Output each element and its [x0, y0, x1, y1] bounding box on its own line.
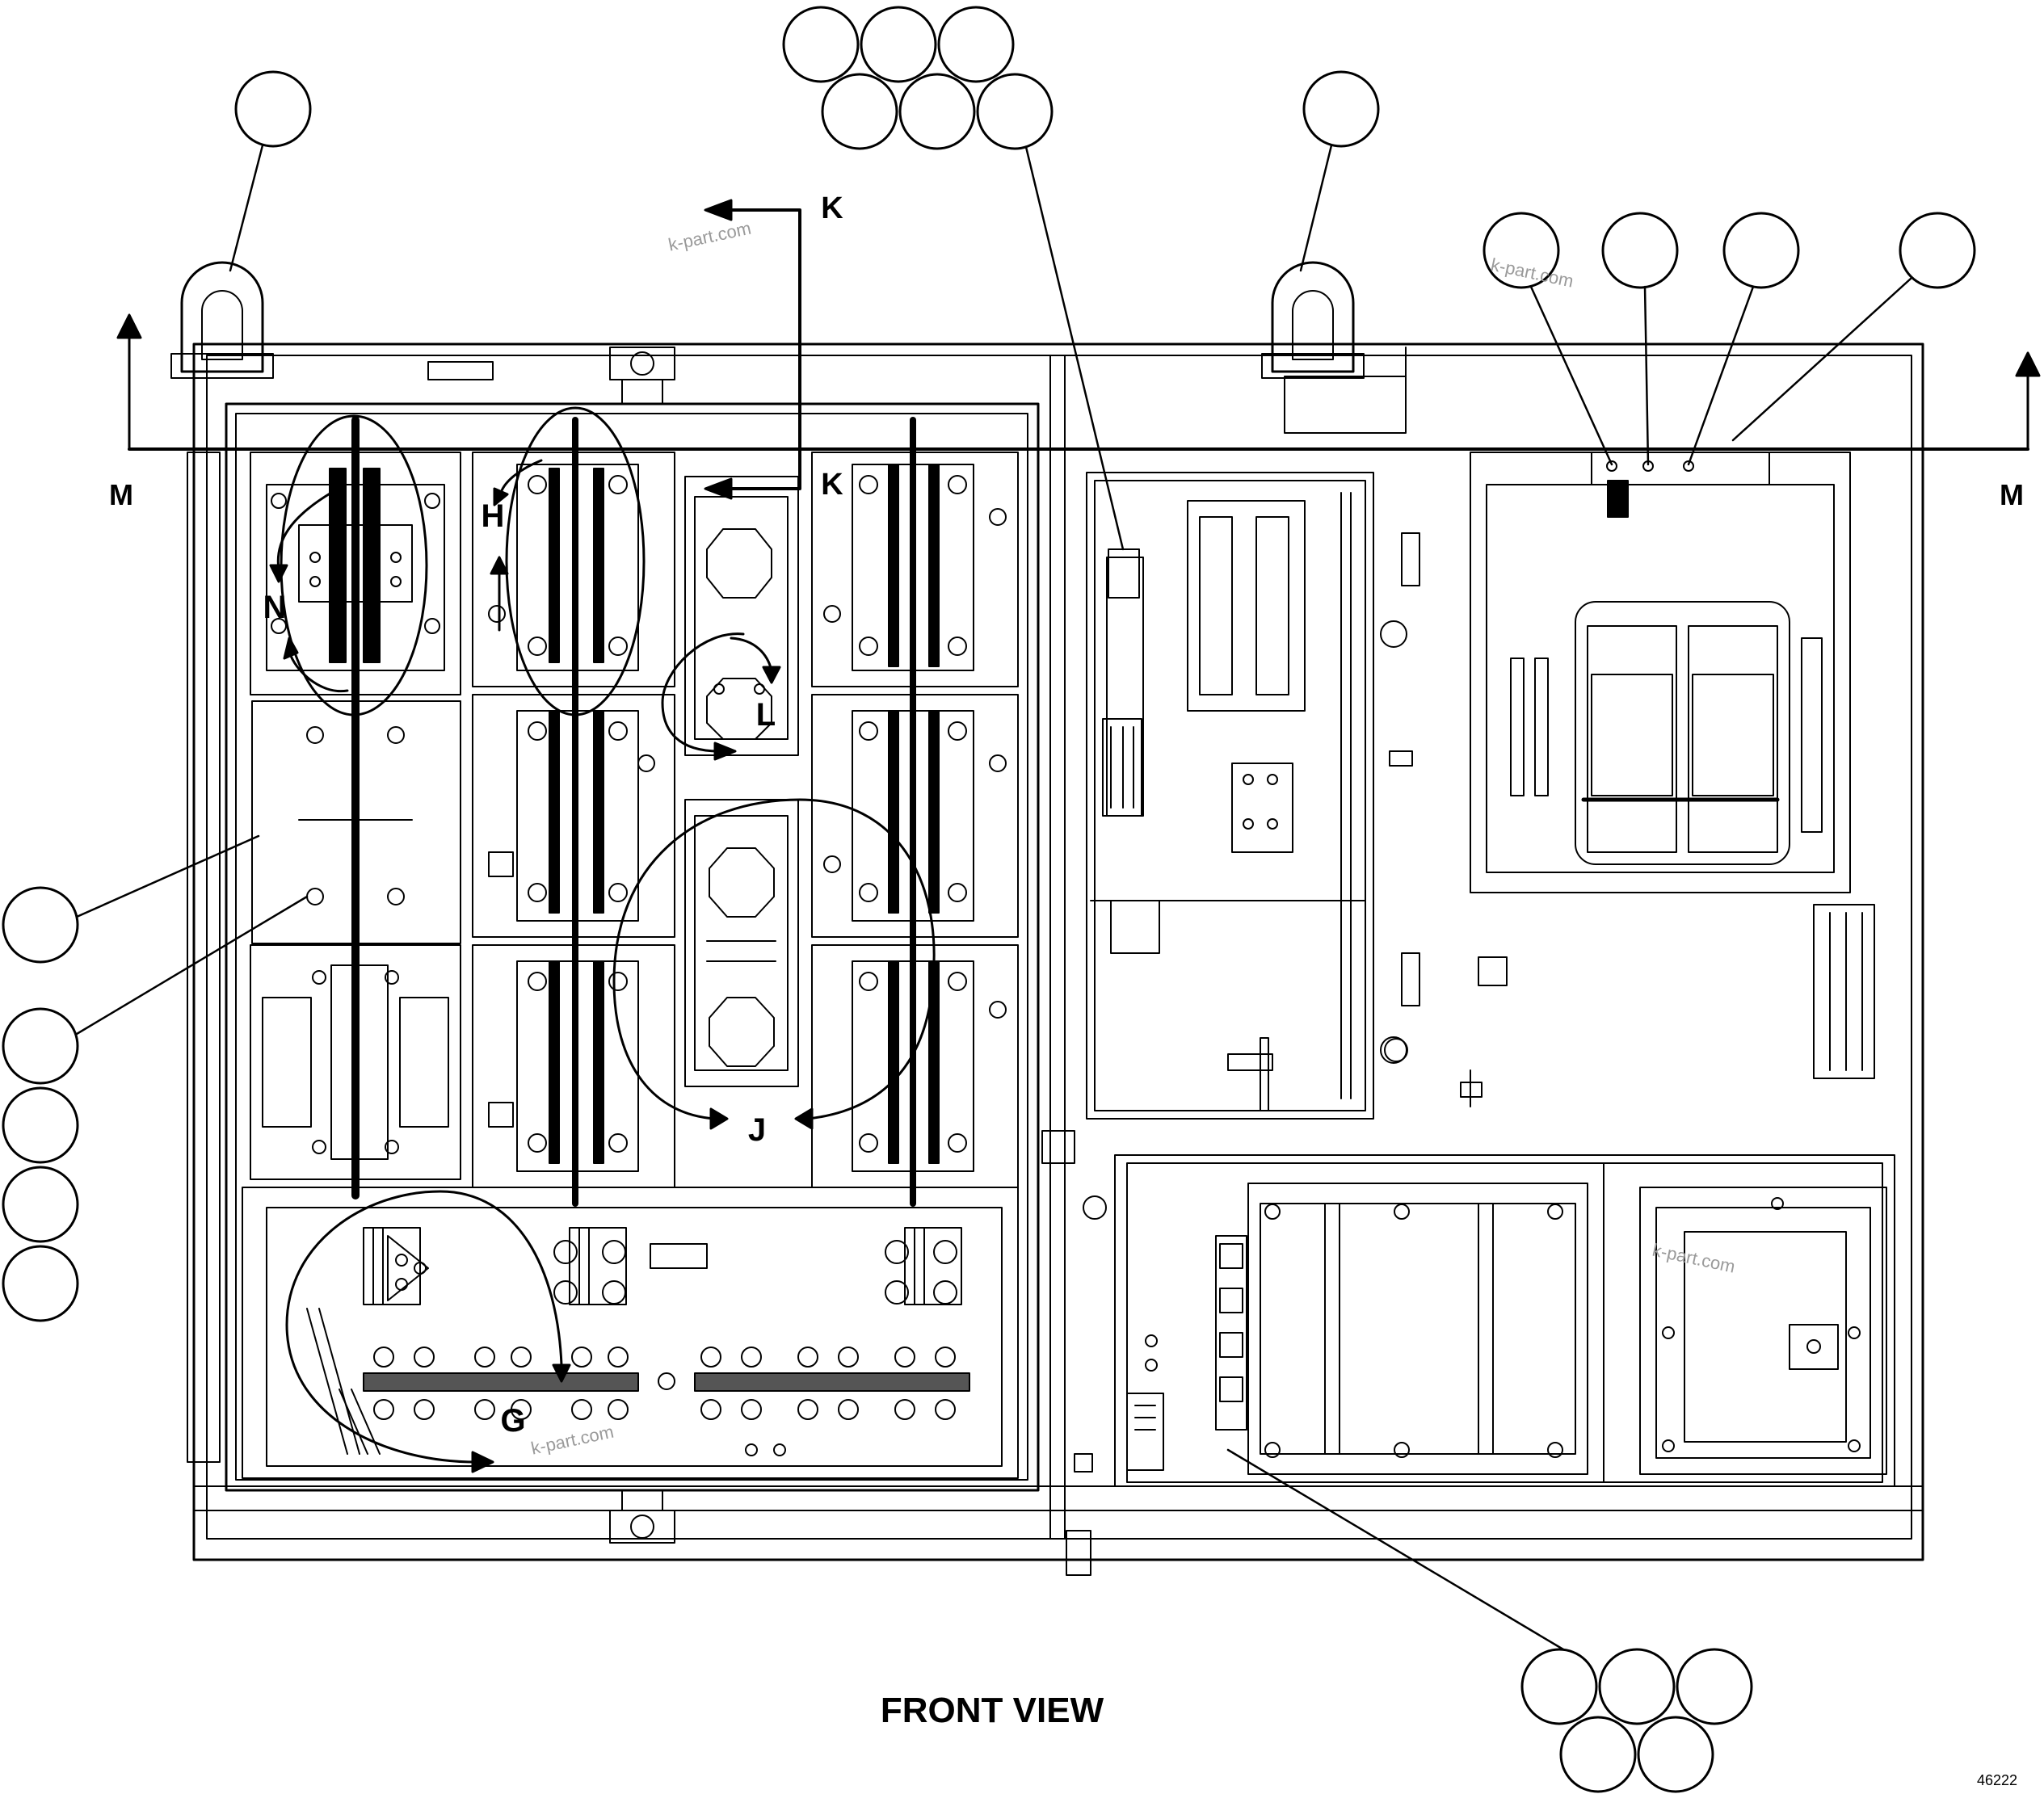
- callout-balloon-top-left: [229, 70, 312, 272]
- cabinet-outline: [192, 342, 1924, 1576]
- section-line-k: [704, 199, 801, 500]
- detail-label-h: H: [482, 498, 505, 534]
- section-line-m: [116, 313, 2041, 451]
- callout-balloon-top-right: [1299, 70, 1380, 272]
- callout-balloon-cluster-bottom: [1226, 1448, 1753, 1793]
- control-drawer: [1086, 472, 1413, 1120]
- small-terminal-block: [1126, 1334, 1164, 1471]
- drawing-number: 46222: [1977, 1772, 2017, 1788]
- callout-balloon-cluster-top: [782, 6, 1140, 599]
- detail-label-j: J: [748, 1112, 766, 1148]
- middle-module-bottom: [472, 944, 675, 1188]
- left-module-top: [250, 452, 461, 695]
- section-label-m-left: M: [109, 478, 133, 511]
- terminal-strip: [1102, 718, 1142, 817]
- detail-circle-l: [661, 632, 781, 761]
- bus-bar-assembly: [242, 1187, 1019, 1479]
- detail-circle-n: [269, 414, 428, 716]
- detail-circle-g: [285, 1190, 571, 1473]
- detail-circle-j: [612, 798, 936, 1130]
- capacitor-module-lower: [684, 799, 799, 1087]
- callout-balloon-left-upper: [2, 834, 260, 964]
- connector-block-right: [1813, 904, 1875, 1079]
- control-terminals: [1384, 532, 1508, 1107]
- watermark: k-part.com: [1651, 1240, 1737, 1277]
- lifting-eye-left: [170, 261, 274, 379]
- detail-label-l: L: [756, 697, 776, 733]
- watermark: k-part.com: [529, 1422, 616, 1459]
- middle-module-center: [472, 694, 675, 938]
- capacitor-module-upper: [684, 476, 799, 756]
- detail-label-n: N: [263, 590, 287, 625]
- detail-label-g: G: [500, 1403, 525, 1439]
- watermark: k-part.com: [667, 218, 753, 255]
- hinge-top: [609, 347, 675, 405]
- callout-balloon-row-right: [1483, 212, 1976, 472]
- detail-circle-h: [490, 406, 646, 716]
- drive-board: [1470, 452, 1851, 893]
- transformer: [1215, 1183, 1588, 1475]
- hinge-bottom: [609, 1489, 675, 1544]
- lifting-eye-right: [1261, 261, 1365, 379]
- lower-right-enclosure: [1114, 1154, 1895, 1487]
- control-section-frame: [1041, 355, 1107, 1540]
- section-label-m-right: M: [2000, 478, 2024, 511]
- section-label-k-inner: K: [821, 468, 843, 502]
- callout-balloon-stack-left: [2, 895, 309, 1322]
- section-label-k-top: K: [821, 191, 843, 225]
- view-title: FRONT VIEW: [881, 1691, 1104, 1730]
- io-board: [1639, 1187, 1887, 1475]
